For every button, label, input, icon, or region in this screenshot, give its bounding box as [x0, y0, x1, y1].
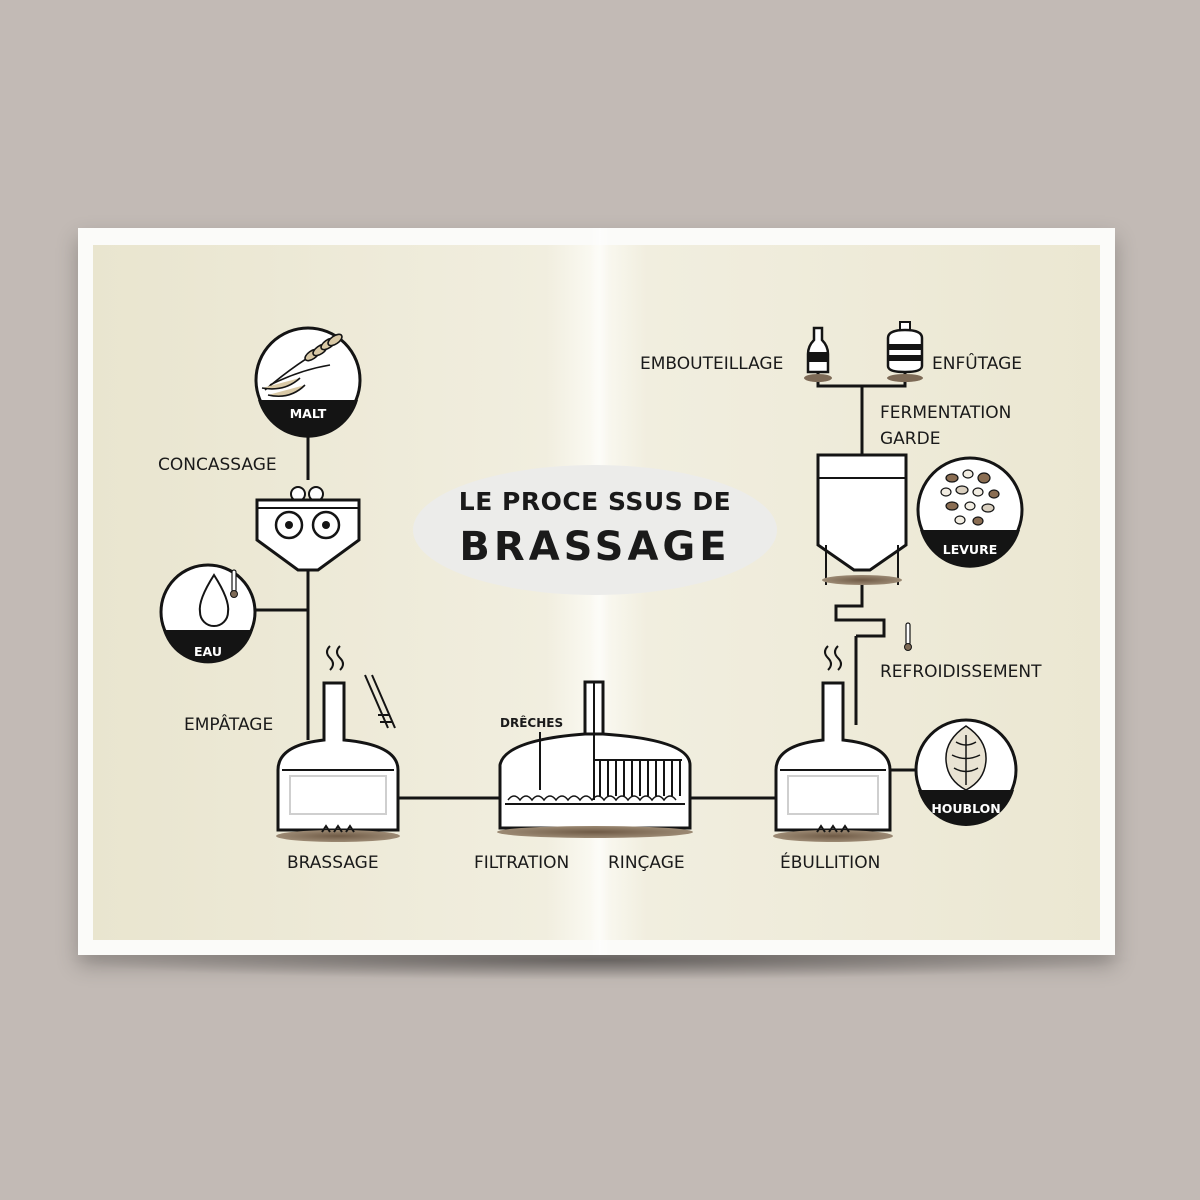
water-badge — [163, 630, 253, 664]
water-drop-icon — [198, 573, 230, 627]
steam-icon — [326, 645, 344, 671]
label-dreches: DRÊCHES — [500, 715, 563, 730]
lauter-tun — [497, 680, 693, 838]
step-fermentation: FERMENTATION — [880, 403, 1011, 423]
bottle-icon — [804, 326, 832, 382]
step-embouteillage: EMBOUTEILLAGE — [640, 354, 783, 374]
thermometer-icon-2 — [904, 622, 912, 651]
step-concassage: CONCASSAGE — [158, 455, 277, 475]
keg-icon — [886, 321, 924, 382]
step-garde: GARDE — [880, 429, 940, 449]
malt-badge — [258, 400, 358, 438]
grain-bed — [507, 795, 677, 802]
fermenter — [816, 453, 908, 585]
yeast-ingredient: LEVURE — [916, 456, 1024, 568]
thermometer-icon — [230, 569, 238, 598]
burner — [276, 830, 400, 842]
hops-label: HOUBLON — [931, 801, 1000, 816]
step-rincage: RINÇAGE — [608, 853, 685, 873]
step-refroidissement: REFROIDISSEMENT — [880, 662, 1042, 682]
title-line-2: BRASSAGE — [459, 524, 730, 570]
mash-tun — [276, 645, 400, 842]
hop-cone-icon — [945, 725, 987, 791]
yeast-granules-icon — [940, 469, 1000, 526]
step-ebullition: ÉBULLITION — [780, 851, 880, 873]
yeast-badge — [920, 530, 1020, 568]
boil-kettle — [773, 645, 893, 842]
steam-icon-2 — [824, 645, 842, 671]
yeast-label: LEVURE — [943, 542, 998, 557]
flame-icon — [321, 824, 355, 833]
hops-ingredient: HOUBLON — [914, 718, 1018, 826]
title-ellipse — [413, 465, 777, 595]
title-block: LE PROCE SSUS DE BRASSAGE — [413, 465, 777, 595]
stirring-paddle-icon — [364, 674, 396, 729]
hops-badge — [918, 790, 1014, 826]
wheat-icon — [261, 333, 343, 398]
mill-hopper — [255, 486, 361, 572]
water-label: EAU — [194, 644, 222, 659]
pipe-cooling-coil — [834, 575, 886, 638]
water-ingredient: EAU — [159, 563, 257, 664]
step-filtration: FILTRATION — [474, 853, 569, 873]
malt-label: MALT — [290, 406, 327, 421]
malt-ingredient: MALT — [254, 326, 362, 438]
step-enfutage: ENFÛTAGE — [932, 352, 1022, 374]
step-empatage: EMPÂTAGE — [184, 713, 273, 735]
title-line-1: LE PROCE SSUS DE — [459, 487, 731, 516]
step-brassage: BRASSAGE — [287, 853, 379, 873]
